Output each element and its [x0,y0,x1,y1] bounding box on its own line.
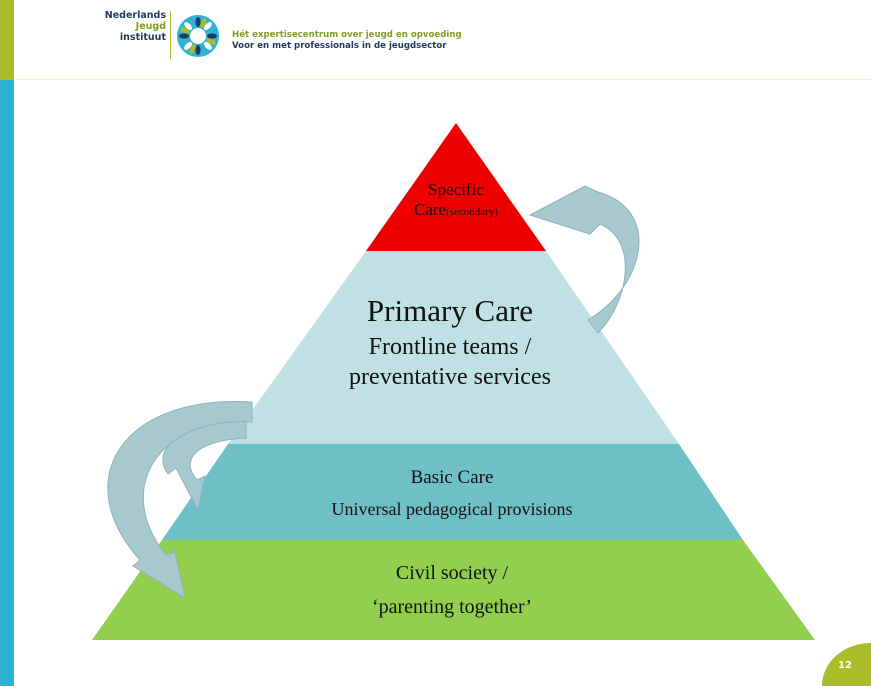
header-tagline: Hét expertisecentrum over jeugd en opvoe… [232,30,462,52]
tagline-line-2: Voor en met professionals in de jeugdsec… [232,41,447,51]
tier-civil-society [92,540,815,640]
curved-arrow-down-long-icon [107,401,253,600]
specific-line-2-small: (secondary) [446,206,498,218]
header-divider [14,79,871,80]
logo-divider [170,11,171,59]
primary-care-line-2: Frontline teams / [368,334,532,360]
civil-society-line-2: ‘parenting together’ [371,596,533,618]
curved-arrow-up-icon [528,185,640,334]
logo-wordmark: Nederlands Jeugd instituut [88,10,166,43]
logo-emblem-icon [177,15,219,57]
specific-line-2: Care [413,200,447,219]
tier-specific-care [366,123,546,251]
logo-petal [184,22,193,31]
logo-petal [189,44,196,54]
logo-petal [195,17,201,27]
sidebar-accent-top [0,0,14,80]
basic-care-line-2: Universal pedagogical provisions [331,499,573,519]
logo-petal [203,41,212,50]
page-number-badge [822,643,871,686]
logo-line-1: Nederlands [104,10,166,21]
logo-petal [180,27,190,34]
basic-care-line-1: Basic Care [410,467,494,488]
primary-care-line-3: preventative services [349,364,551,390]
specific-line-1: Specific [428,180,484,199]
logo-petal [200,18,207,28]
primary-care-title: Primary Care [366,293,534,328]
logo-petal [179,33,189,39]
logo-petal [200,44,207,54]
civil-society-line-1: Civil society / [395,562,509,584]
logo-petal [206,27,216,34]
logo-petal [206,38,216,45]
logo-petal [195,45,201,55]
specific-care-label: Specific Care(secondary) [406,180,506,222]
sidebar-accent [0,80,14,686]
tier-basic-care [162,444,743,540]
tier-primary-care [228,251,679,444]
logo-petal [203,22,212,31]
tagline-line-1: Hét expertisecentrum over jeugd en opvoe… [232,30,462,40]
logo-petal [180,38,190,45]
page-number: 12 [838,660,852,671]
logo-petal [207,33,217,39]
logo-line-2: Jeugd [135,21,166,32]
logo-line-3: instituut [119,32,166,43]
logo-petal [184,41,193,50]
logo-petal [189,18,196,28]
